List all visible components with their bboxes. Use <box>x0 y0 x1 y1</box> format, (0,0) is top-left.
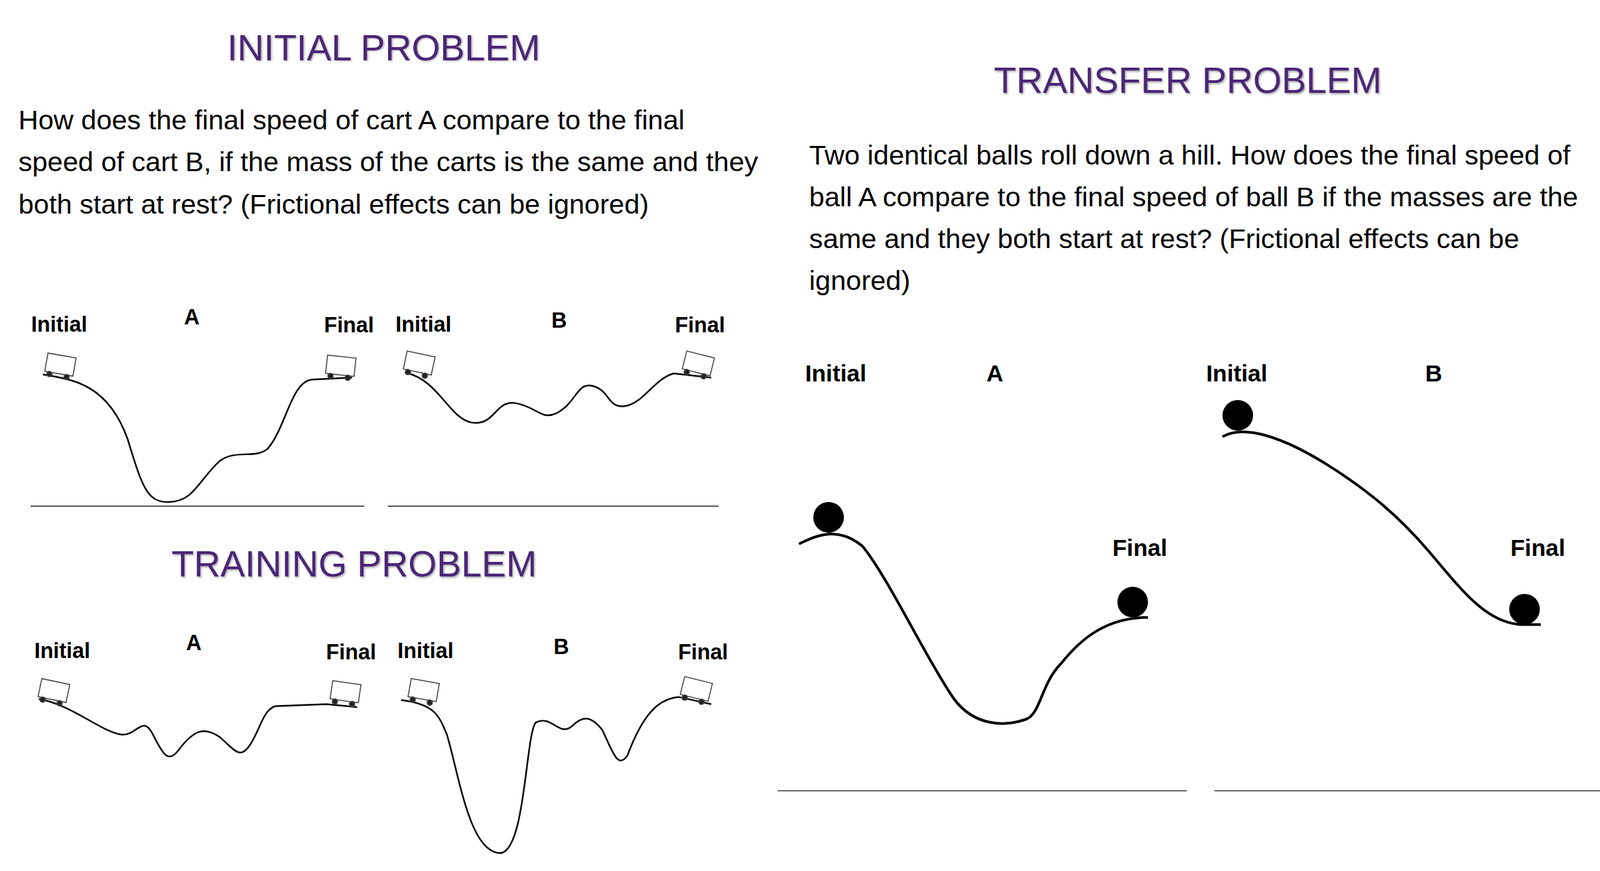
section-heading: TRANSFER PROBLEM <box>993 59 1382 103</box>
hill-curve <box>1222 431 1541 625</box>
ground-line <box>30 505 365 507</box>
track-curve <box>38 699 357 757</box>
ground-line <box>388 505 719 507</box>
cart <box>407 678 440 707</box>
cart <box>681 350 715 381</box>
track-name: B <box>1425 359 1443 388</box>
position-label: Initial <box>31 312 87 337</box>
position-label: Initial <box>395 312 452 337</box>
ground-line <box>1214 790 1600 792</box>
question-text: Two identical balls roll down a hill. Ho… <box>809 134 1591 302</box>
hill-curve <box>798 533 1148 724</box>
track-name: B <box>553 634 569 660</box>
track-name: B <box>551 308 567 334</box>
ball <box>1509 593 1540 625</box>
cart <box>679 676 713 706</box>
cart <box>325 354 356 381</box>
track-curve <box>401 697 712 854</box>
tracks <box>38 372 1541 854</box>
position-label: Initial <box>1205 359 1267 388</box>
track-name: A <box>186 630 202 656</box>
section-heading: INITIAL PROBLEM <box>226 26 540 70</box>
ball <box>1117 587 1148 618</box>
track-name: A <box>184 305 200 330</box>
track-curve <box>405 372 712 423</box>
carts <box>37 350 715 708</box>
section-heading: TRAINING PROBLEM <box>171 542 537 586</box>
ground-lines <box>30 506 1600 791</box>
cart <box>402 350 436 380</box>
question-text: How does the final speed of cart A compa… <box>18 100 764 226</box>
track-curve <box>43 374 353 503</box>
position-label: Final <box>1112 533 1168 562</box>
ground-line <box>777 790 1187 792</box>
ball <box>813 502 844 533</box>
position-label: Initial <box>805 359 867 388</box>
position-label: Final <box>1510 533 1566 562</box>
position-label: Initial <box>34 638 91 664</box>
cart <box>43 352 76 381</box>
balls <box>813 400 1540 625</box>
track-name: A <box>986 359 1004 388</box>
cart <box>329 680 361 708</box>
position-label: Final <box>325 640 376 665</box>
cart <box>37 678 70 708</box>
position-label: Final <box>323 313 374 338</box>
position-label: Initial <box>397 638 454 664</box>
ball <box>1222 400 1254 431</box>
position-label: Final <box>675 313 726 338</box>
position-label: Final <box>677 640 728 665</box>
